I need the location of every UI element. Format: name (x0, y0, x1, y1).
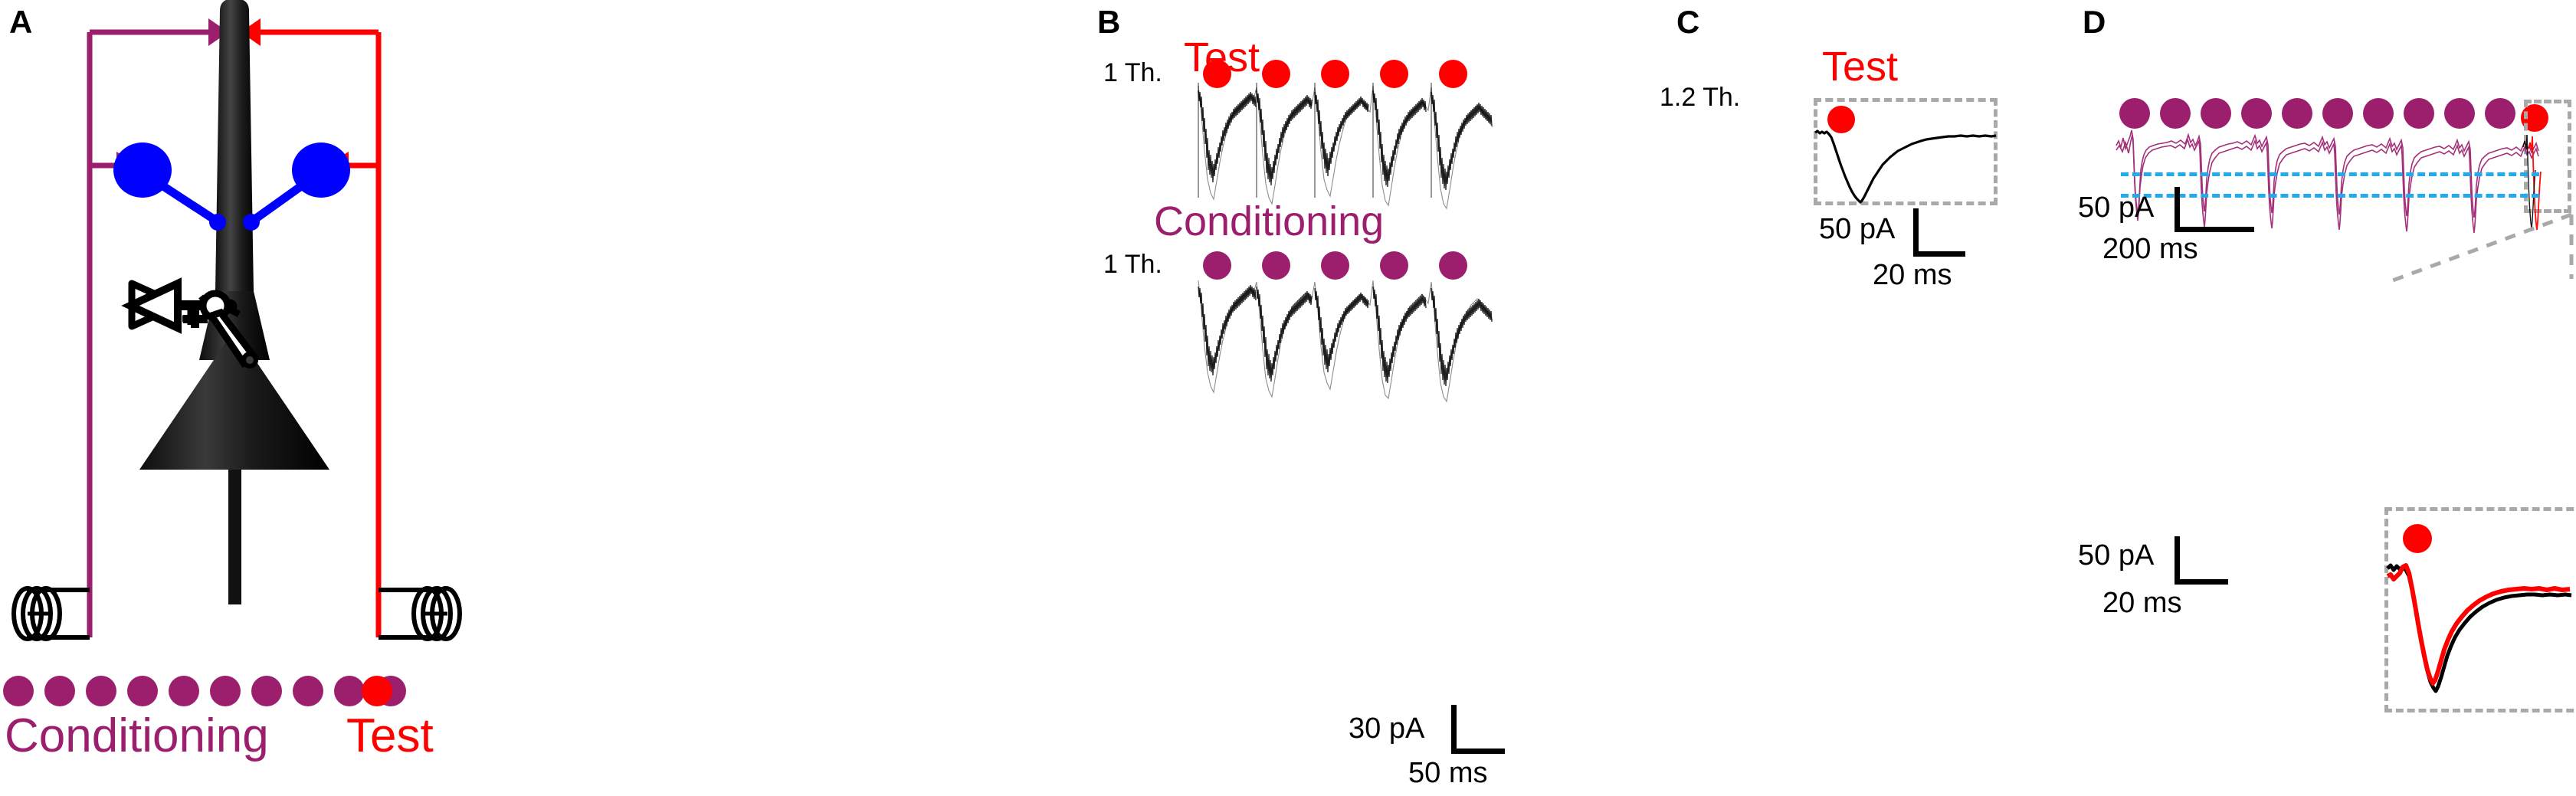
amplifier-icon (121, 277, 260, 369)
panel-b-bottom-threshold: 1 Th. (1103, 250, 1162, 279)
panel-d-inset-dots (2403, 524, 2441, 558)
panel-b-scale-horizontal (1451, 749, 1505, 754)
panel-letter-d: D (2083, 4, 2106, 40)
interneuron-left (113, 142, 226, 231)
conditioning-stim-dot (2160, 98, 2191, 129)
stimulating-coil-left-icon (11, 586, 90, 641)
panel-b-top-dots (1203, 60, 1479, 90)
conditioning-stim-dot (1262, 251, 1290, 280)
panel-a-conditioning-dots (3, 676, 406, 711)
panel-a-conditioning-label: Conditioning (5, 709, 269, 762)
panel-a-diagram (11, 0, 462, 641)
conditioning-stim-dot (1203, 251, 1231, 280)
conditioning-stim-dot (169, 676, 199, 706)
panel-d-inset-scale-vertical (2175, 536, 2180, 584)
panel-c-trace-box (1814, 98, 1998, 205)
test-stim-dot (1439, 60, 1467, 88)
panel-d-zoom-connectors (2384, 212, 2574, 286)
panel-d-scale-horizontal (2175, 227, 2254, 232)
panel-b-test-trace (1198, 85, 1493, 210)
test-stim-dot (1827, 106, 1855, 133)
panel-b-scale-time-label: 50 ms (1408, 757, 1488, 789)
conditioning-stim-dot (1321, 251, 1349, 280)
panel-c-threshold: 1.2 Th. (1660, 83, 1741, 112)
panel-c-scale-time-label: 20 ms (1873, 259, 1952, 291)
panel-d-scale-current-label: 50 pA (2078, 192, 2155, 224)
conditioning-stim-dot (1380, 251, 1408, 280)
conditioning-stim-dot (2404, 98, 2434, 129)
conditioning-stim-dot (2363, 98, 2394, 129)
conditioning-stim-dot (251, 676, 282, 706)
panel-d-inset-scale-horizontal (2175, 579, 2228, 585)
conditioning-stim-dot (2201, 98, 2231, 129)
panel-letter-a: A (9, 4, 33, 40)
conditioning-stim-dot (2485, 98, 2515, 129)
panel-d-conditioning-dots (2119, 98, 2533, 132)
panel-c-scale-vertical (1913, 208, 1919, 256)
conditioning-stim-dot (2119, 98, 2150, 129)
panel-c-scale-current-label: 50 pA (1819, 213, 1896, 245)
conditioning-stim-dot (2322, 98, 2353, 129)
conditioning-stim-dot (1439, 251, 1467, 280)
panel-b-top-threshold: 1 Th. (1103, 58, 1162, 87)
panel-b-scale-current-label: 30 pA (1349, 712, 1425, 745)
panel-a-test-label: Test (346, 709, 434, 762)
interneuron-right (243, 142, 350, 231)
panel-d-inset-scale-current-label: 50 pA (2078, 539, 2155, 572)
panel-b-conditioning-title: Conditioning (1154, 198, 1385, 244)
panel-d-zoom-source-box (2524, 100, 2571, 213)
conditioning-stim-dot (210, 676, 241, 706)
panel-d-scale-vertical (2175, 187, 2180, 231)
panel-d-conditioning-train-trace (2116, 129, 2542, 234)
panel-d-inset-box (2384, 507, 2576, 712)
panel-d-inset-overlay-traces (2386, 563, 2572, 693)
test-stim-dot (362, 676, 392, 706)
panel-c-title: Test (1822, 44, 1899, 90)
panel-letter-c: C (1676, 4, 1700, 40)
conditioning-stim-dot (293, 676, 323, 706)
panel-d-reference-line-upper (2121, 172, 2539, 176)
conditioning-stim-dot (2241, 98, 2272, 129)
conditioning-stim-dot (86, 676, 116, 706)
test-stim-dot (1321, 60, 1349, 88)
panel-b-conditioning-trace (1198, 280, 1493, 403)
panel-b-top-stim-lines (1198, 83, 1432, 198)
panel-c-scale-horizontal (1913, 251, 1965, 257)
test-stim-dot (2403, 524, 2432, 553)
panel-letter-b: B (1097, 4, 1121, 40)
conditioning-stim-dot (334, 676, 365, 706)
conditioning-stim-dot (127, 676, 158, 706)
panel-d-reference-line-lower (2121, 194, 2539, 198)
panel-a-test-dots (362, 676, 408, 711)
panel-c-stim-dots (1827, 106, 1866, 136)
test-stim-dot (1203, 60, 1231, 88)
panel-d-inset-scale-time-label: 20 ms (2102, 587, 2182, 619)
test-stim-dot (1262, 60, 1290, 88)
panel-c-epsc-trace (1814, 129, 1997, 204)
panel-b-bottom-dots (1203, 251, 1479, 282)
conditioning-stim-dot (3, 676, 34, 706)
conditioning-stim-dot (2282, 98, 2312, 129)
conditioning-stim-dot (44, 676, 75, 706)
panel-b-scale-vertical (1451, 705, 1457, 754)
panel-d-scale-time-label: 200 ms (2102, 233, 2198, 265)
conditioning-pathway (87, 18, 228, 637)
conditioning-stim-dot (2444, 98, 2475, 129)
test-stim-dot (1380, 60, 1408, 88)
stimulating-coil-right-icon (379, 586, 462, 641)
